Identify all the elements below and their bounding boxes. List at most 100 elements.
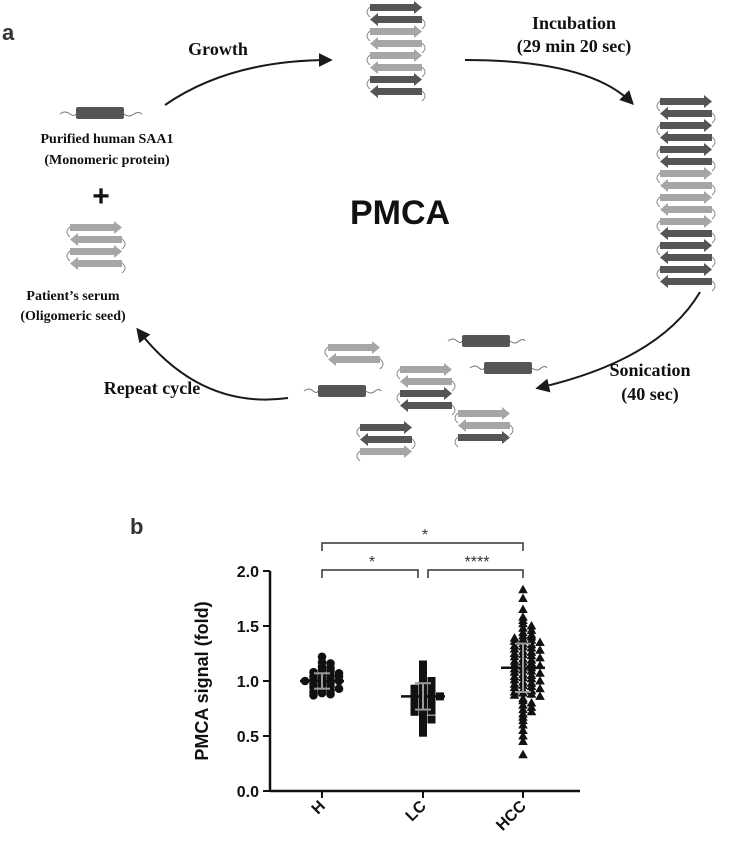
- growth-label: Growth: [188, 39, 248, 59]
- point-hcc: [535, 683, 545, 693]
- beta-strand: [360, 421, 412, 434]
- point-lc: [427, 706, 436, 715]
- sonicated-fragments: [303, 335, 548, 462]
- panel-b: b * * **** PMCA signal (fold) 0.00.51.01…: [130, 514, 580, 834]
- incubation-time-label: (29 min 20 sec): [517, 36, 631, 57]
- point-hcc: [526, 673, 537, 683]
- point-h: [326, 689, 335, 699]
- beta-strand: [328, 353, 380, 366]
- beta-strand: [458, 407, 510, 420]
- beta-strand: [360, 433, 412, 446]
- beta-strand: [70, 233, 122, 246]
- point-hcc: [509, 690, 520, 699]
- beta-strand: [660, 107, 712, 120]
- beta-strand: [660, 131, 712, 144]
- beta-strand: [660, 263, 712, 276]
- significance-bracket-lc-hcc: ****: [427, 554, 524, 578]
- monomer-protein: [59, 107, 143, 119]
- panel-b-letter: b: [130, 514, 143, 539]
- point-h: [334, 684, 344, 693]
- y-tick-label: 1.0: [237, 674, 259, 691]
- beta-strand: [370, 13, 422, 26]
- point-hcc: [526, 681, 537, 690]
- point-hcc: [526, 625, 537, 634]
- point-hcc: [518, 695, 528, 705]
- beta-strand: [660, 119, 712, 132]
- y-tick-label: 0.0: [237, 784, 259, 801]
- monomer-fragment: [469, 362, 548, 374]
- incubation-arrow: [464, 59, 634, 106]
- point-lc: [419, 712, 427, 721]
- point-hcc: [509, 651, 520, 661]
- significance-h-lc: *: [369, 554, 375, 571]
- beta-strand: [370, 25, 422, 38]
- point-lc: [427, 682, 436, 691]
- point-hcc: [526, 635, 537, 644]
- sonication-label: Sonication: [609, 360, 690, 380]
- beta-strand: [360, 445, 412, 458]
- beta-strand: [370, 73, 422, 86]
- beta-strand: [370, 37, 422, 50]
- beta-strand: [660, 191, 712, 204]
- point-hcc: [518, 700, 528, 709]
- beta-strand: [458, 431, 510, 444]
- significance-lc-hcc: ****: [465, 554, 490, 571]
- growing-fibril: [366, 1, 426, 102]
- beta-strand: [370, 85, 422, 98]
- beta-strand: [660, 95, 712, 108]
- repeat-arrow: [136, 327, 289, 401]
- beta-strand: [660, 179, 712, 192]
- beta-strand: [370, 61, 422, 74]
- point-lc: [419, 728, 427, 737]
- beta-strand: [660, 143, 712, 156]
- point-lc: [427, 677, 436, 685]
- monomer-fragment: [447, 335, 526, 347]
- monomer-label: Purified human SAA1: [40, 132, 173, 147]
- seed-sublabel: (Oligomeric seed): [20, 309, 126, 324]
- point-lc: [410, 695, 419, 704]
- oligomeric-seed: [66, 221, 126, 274]
- point-hcc: [518, 704, 528, 714]
- point-hcc: [535, 676, 545, 685]
- beta-strand: [458, 419, 510, 432]
- point-hcc: [518, 604, 528, 613]
- point-hcc: [535, 645, 545, 654]
- point-h: [317, 688, 327, 698]
- beta-strand: [660, 239, 712, 252]
- pmca-center-label: PMCA: [350, 194, 450, 232]
- y-axis-title: PMCA signal (fold): [192, 601, 212, 760]
- monomer-sublabel: (Monomeric protein): [44, 153, 170, 168]
- point-hcc: [526, 706, 537, 716]
- beta-strand: [660, 275, 712, 288]
- beta-strand: [660, 155, 712, 168]
- point-lc: [427, 699, 436, 707]
- significance-bracket-h-lc: *: [321, 554, 419, 578]
- sonication-arrow: [535, 291, 701, 393]
- point-hcc: [509, 667, 520, 676]
- point-lc: [410, 707, 419, 716]
- point-hcc: [535, 668, 545, 677]
- point-hcc: [518, 731, 528, 740]
- point-hcc: [535, 691, 545, 700]
- point-lc: [419, 721, 427, 729]
- beta-strand: [400, 363, 452, 376]
- point-hcc: [509, 659, 520, 668]
- monomer-fragment: [303, 385, 382, 397]
- beta-strand: [370, 1, 422, 14]
- beta-strand: [370, 49, 422, 62]
- beta-strand: [660, 251, 712, 264]
- mean-sd-bars: [300, 642, 545, 711]
- point-hcc: [518, 634, 528, 643]
- growth-arrow: [164, 53, 333, 106]
- point-hcc: [526, 650, 537, 660]
- point-hcc: [535, 637, 545, 646]
- beta-strand: [660, 227, 712, 240]
- point-hcc: [526, 666, 537, 675]
- beta-strand: [400, 399, 452, 412]
- panel-a: a Growth Incubation (29 min 20 sec) Puri…: [2, 1, 716, 462]
- repeat-cycle-label: Repeat cycle: [104, 378, 200, 398]
- beta-strand: [660, 215, 712, 228]
- point-hcc: [518, 725, 528, 734]
